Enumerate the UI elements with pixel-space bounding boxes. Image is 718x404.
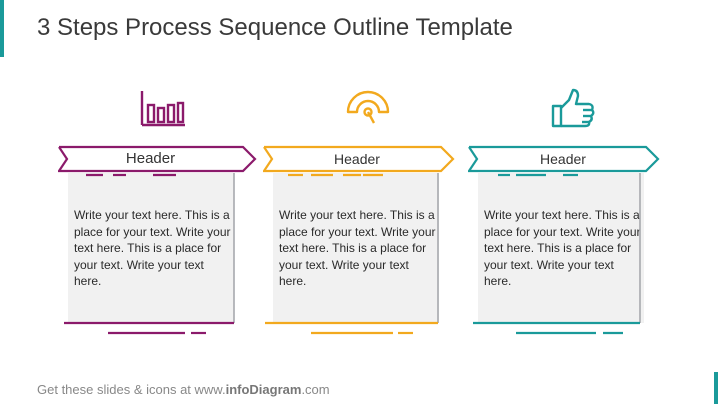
step-3-header-arrow: Header [468,145,668,173]
step-1-card: Header Write your text here. This is a p… [58,80,268,350]
footer-suffix: .com [301,382,330,397]
step-1-header-arrow: Header [58,145,258,173]
thumbs-up-icon [549,88,597,128]
step-1-header: Header [125,150,176,167]
step-2-header-arrow: Header [263,145,463,173]
footer-brand: infoDiagram [225,382,302,397]
right-accent-bar [714,372,718,404]
speedometer-icon [344,88,392,128]
step-2-outline [263,173,463,348]
left-accent-bar [0,0,4,57]
step-1-text-box: Write your text here. This is a place fo… [68,173,234,323]
bar-chart-icon [139,88,187,128]
step-2-header: Header [334,151,380,167]
step-2-text-box: Write your text here. This is a place fo… [273,173,439,323]
step-3-text: Write your text here. This is a place fo… [484,208,641,288]
step-1-text: Write your text here. This is a place fo… [74,208,231,288]
step-3-card: Header Write your text here. This is a p… [468,80,678,350]
step-3-header: Header [540,151,586,167]
step-3-text-box: Write your text here. This is a place fo… [478,173,644,323]
step-2-text: Write your text here. This is a place fo… [279,208,436,288]
step-3-outline [468,173,668,348]
step-1-outline [58,173,258,348]
footer-credit: Get these slides & icons at www.infoDiag… [37,382,330,397]
slide-title: 3 Steps Process Sequence Outline Templat… [37,14,513,41]
step-2-card: Header Write your text here. This is a p… [263,80,473,350]
footer-prefix: Get these slides & icons at www. [37,382,226,397]
